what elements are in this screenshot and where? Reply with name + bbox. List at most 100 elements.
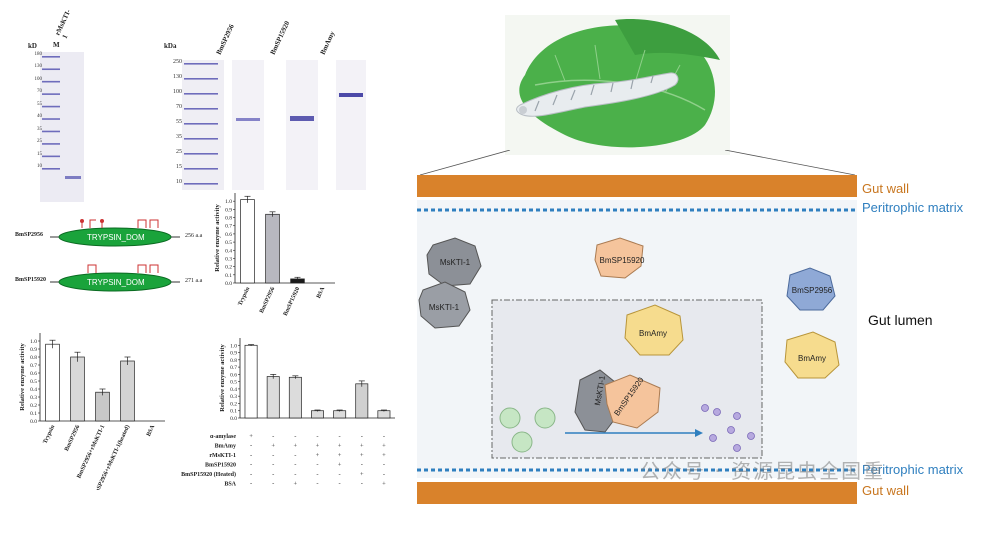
treatment-sign: + <box>360 471 364 478</box>
treatment-sign: - <box>272 471 274 478</box>
watermark: 公众号 · 资源昆虫全国重 <box>640 459 886 483</box>
chart-enzyme-activity-2: 0.00.10.20.30.40.50.60.70.80.91.0Relativ… <box>19 333 165 490</box>
x-tick-label: BmSP2956 <box>259 286 276 314</box>
gel-marker-band <box>42 93 60 95</box>
gel-marker-tick-label: 25 <box>176 149 182 155</box>
treatment-sign: - <box>272 433 274 440</box>
bmamy-inside-label: BmAmy <box>639 329 667 338</box>
mskti-1-label-a: MsKTI-1 <box>439 258 471 267</box>
peritrophic-matrix-bottom-label: Peritrophic matrix <box>862 462 964 477</box>
bar <box>288 376 302 419</box>
gel-marker-band <box>42 143 60 145</box>
y-tick-label: 0.7 <box>30 363 37 369</box>
gel-marker-band <box>184 153 218 155</box>
domain-diagram: BmSP2956 TRYPSIN_DOM 256 a.a BmSP15920 T… <box>15 205 205 295</box>
treatment-sign: + <box>360 443 364 450</box>
bar <box>240 199 255 284</box>
gel-marker-tick-label: 55 <box>37 101 42 107</box>
gel-b-marker-bands <box>184 63 218 185</box>
y-tick-label: 0.1 <box>30 411 37 417</box>
treatment-sign: - <box>250 481 252 488</box>
gel-marker-band <box>184 138 218 140</box>
gel-b-kda-label: kDa <box>164 42 177 50</box>
gel-b-lane-1-label: BmSP2956 <box>214 23 236 57</box>
gel-marker-band <box>42 80 60 83</box>
y-axis-label: Relative enzyme activity <box>214 204 221 272</box>
domain-row-1-length: 256 a.a <box>185 233 203 239</box>
gel-marker-band <box>184 108 218 110</box>
gel-a-sample-lane-label: rMsKTI-1 <box>53 8 73 40</box>
y-tick-label: 0.9 <box>230 351 237 357</box>
y-tick-label: 0.8 <box>225 216 232 222</box>
domain-row-2-label: TRYPSIN_DOM <box>87 278 145 287</box>
bar <box>95 391 110 422</box>
treatment-sign: + <box>316 452 320 459</box>
gel-marker-tick-label: 55 <box>176 119 182 125</box>
treatment-sign: - <box>361 462 363 469</box>
treatment-sign: + <box>360 452 364 459</box>
treatment-sign: - <box>272 481 274 488</box>
gel-marker-tick-label: 130 <box>173 74 182 80</box>
gel-marker-band <box>42 56 60 58</box>
treatment-name: α-amylase <box>210 434 236 440</box>
gel-marker-tick-label: 35 <box>176 134 182 140</box>
treatment-sign: + <box>382 443 386 450</box>
bar <box>355 383 369 419</box>
y-axis-label: Relative enzyme activity <box>219 344 226 412</box>
treatment-sign: - <box>272 452 274 459</box>
treatment-sign: - <box>250 443 252 450</box>
domain-row-1-graphic <box>50 219 180 247</box>
treatment-sign: - <box>294 462 296 469</box>
treatment-sign: + <box>338 462 342 469</box>
gel-marker-tick-label: 40 <box>37 114 42 120</box>
treatment-name: BmSP15920 <box>205 463 236 469</box>
treatment-name: BmAmy <box>215 444 236 450</box>
treatment-sign: - <box>361 481 363 488</box>
gut-wall-top-label: Gut wall <box>862 181 909 196</box>
gel-marker-tick-label: 25 <box>37 139 42 145</box>
treatment-sign: + <box>338 443 342 450</box>
gel-marker-tick-label: 70 <box>176 104 182 110</box>
treatment-sign: - <box>383 471 385 478</box>
gel-marker-tick-label: 10 <box>176 179 182 185</box>
y-tick-label: 0.9 <box>225 207 232 213</box>
gel-b-lane-2-label: BmSP15920 <box>268 19 292 56</box>
treatment-sign: - <box>316 433 318 440</box>
y-tick-label: 0.3 <box>30 395 37 401</box>
gel-a-marker-lane-label: M <box>53 41 60 49</box>
treatment-sign: - <box>294 452 296 459</box>
y-tick-label: 0.2 <box>225 265 232 271</box>
y-tick-label: 0.4 <box>225 248 232 254</box>
treatment-sign: - <box>250 452 252 459</box>
treatment-name: rMsKTI-1 <box>209 453 236 459</box>
y-tick-label: 1.0 <box>225 199 232 205</box>
treatment-sign: - <box>294 433 296 440</box>
y-tick-label: 0.0 <box>230 416 237 422</box>
chart-enzyme-activity-3: 0.00.10.20.30.40.50.60.70.80.91.0Relativ… <box>181 338 395 488</box>
bar <box>333 410 347 419</box>
treatment-sign: + <box>338 452 342 459</box>
gel-marker-band <box>42 130 60 133</box>
x-tick-label: Trypsin <box>237 286 251 307</box>
treatment-sign: - <box>383 433 385 440</box>
treatment-sign: - <box>339 433 341 440</box>
bar <box>265 213 280 284</box>
gel-a-image <box>40 52 84 202</box>
bmsp2956-label: BmSP2956 <box>791 286 833 295</box>
y-tick-label: 0.3 <box>225 256 232 262</box>
treatment-sign: + <box>294 443 298 450</box>
gel-marker-tick-label: 15 <box>176 164 182 170</box>
silkworm-on-mulberry-leaf-image <box>505 15 730 155</box>
y-tick-label: 0.2 <box>30 403 37 409</box>
y-tick-label: 0.1 <box>225 273 232 279</box>
y-tick-label: 0.6 <box>230 372 237 378</box>
x-tick-label: Trypsin <box>42 424 56 445</box>
y-tick-label: 0.8 <box>230 358 237 364</box>
domain-row-2-name: BmSP15920 <box>15 277 47 283</box>
y-tick-label: 0.4 <box>30 387 37 393</box>
treatment-sign: + <box>382 452 386 459</box>
bar <box>120 360 135 422</box>
